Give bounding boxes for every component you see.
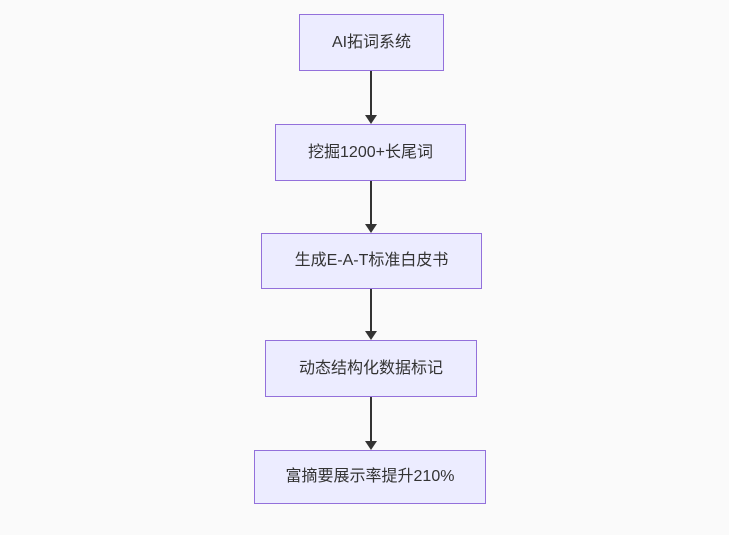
flow-edge-3	[364, 289, 378, 340]
flow-node-longtail-keywords: 挖掘1200+长尾词	[275, 124, 466, 181]
flow-node-label: 挖掘1200+长尾词	[308, 143, 433, 161]
edge-line	[370, 289, 372, 333]
arrow-down-icon	[365, 224, 377, 233]
arrow-down-icon	[365, 115, 377, 124]
edge-line	[370, 181, 372, 226]
flow-edge-1	[364, 71, 378, 124]
arrow-down-icon	[365, 441, 377, 450]
flow-edge-4	[364, 397, 378, 450]
flow-node-structured-data-markup: 动态结构化数据标记	[265, 340, 477, 397]
flow-node-label: 生成E-A-T标准白皮书	[294, 252, 449, 270]
flow-node-ai-word-expansion-system: AI拓词系统	[299, 14, 444, 71]
edge-line	[370, 397, 372, 443]
flow-node-label: 富摘要展示率提升210%	[285, 468, 455, 486]
flow-node-eat-whitepaper: 生成E-A-T标准白皮书	[261, 233, 482, 289]
flow-node-label: 动态结构化数据标记	[298, 359, 443, 377]
flow-node-label: AI拓词系统	[331, 33, 412, 51]
flow-node-rich-snippet-uplift: 富摘要展示率提升210%	[254, 450, 486, 504]
arrow-down-icon	[365, 331, 377, 340]
edge-line	[370, 71, 372, 117]
flow-edge-2	[364, 181, 378, 233]
